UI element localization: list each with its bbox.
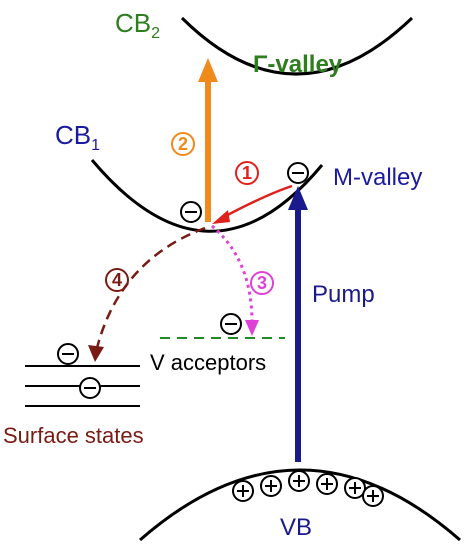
step2-arrowhead <box>198 58 218 82</box>
hole-4 <box>316 473 338 495</box>
surface-states-label: Surface states <box>3 423 144 448</box>
v-acceptors-label: V acceptors <box>150 350 266 375</box>
step1-arrowhead <box>212 210 230 224</box>
cb2-label: CB2 <box>115 8 160 42</box>
cb2-label-sub: 2 <box>151 25 160 42</box>
hole-2 <box>260 475 282 497</box>
step4-number: 4 <box>112 270 122 290</box>
step3-arrowhead <box>245 320 259 336</box>
electron-cb1-minimum <box>180 201 202 223</box>
cb1-label-main: CB <box>55 120 91 150</box>
electron-v-acceptor <box>220 313 242 335</box>
step3-number: 3 <box>257 273 267 293</box>
cb2-label-main: CB <box>115 8 151 38</box>
step1-arrow <box>221 184 293 220</box>
cb1-label-sub: 1 <box>91 137 100 154</box>
electron-m-valley <box>287 162 309 184</box>
step4-badge <box>105 268 129 292</box>
cb1-label: CB1 <box>55 120 100 154</box>
m-valley-label: M-valley <box>333 164 422 191</box>
gamma-valley-label: Γ-valley <box>253 51 343 78</box>
step4-arrowhead <box>88 345 104 362</box>
hole-3 <box>288 470 310 492</box>
step4-arrow <box>95 226 206 349</box>
step2-number: 2 <box>178 134 188 154</box>
step3-badge <box>250 271 274 295</box>
cb1-band-curve <box>90 159 324 233</box>
electron-surface-2 <box>79 377 101 399</box>
step2-badge <box>171 132 195 156</box>
step3-arrow <box>211 224 254 323</box>
vb-band-curve <box>139 468 461 542</box>
pump-label: Pump <box>312 281 375 308</box>
vb-label: VB <box>280 514 312 541</box>
electron-surface-1 <box>57 343 79 365</box>
cb2-band-curve <box>180 16 414 76</box>
hole-5 <box>344 477 366 499</box>
step1-number: 1 <box>242 163 252 183</box>
hole-6 <box>362 485 384 507</box>
hole-1 <box>232 480 254 502</box>
pump-arrowhead <box>288 186 308 210</box>
step1-badge <box>235 161 259 185</box>
